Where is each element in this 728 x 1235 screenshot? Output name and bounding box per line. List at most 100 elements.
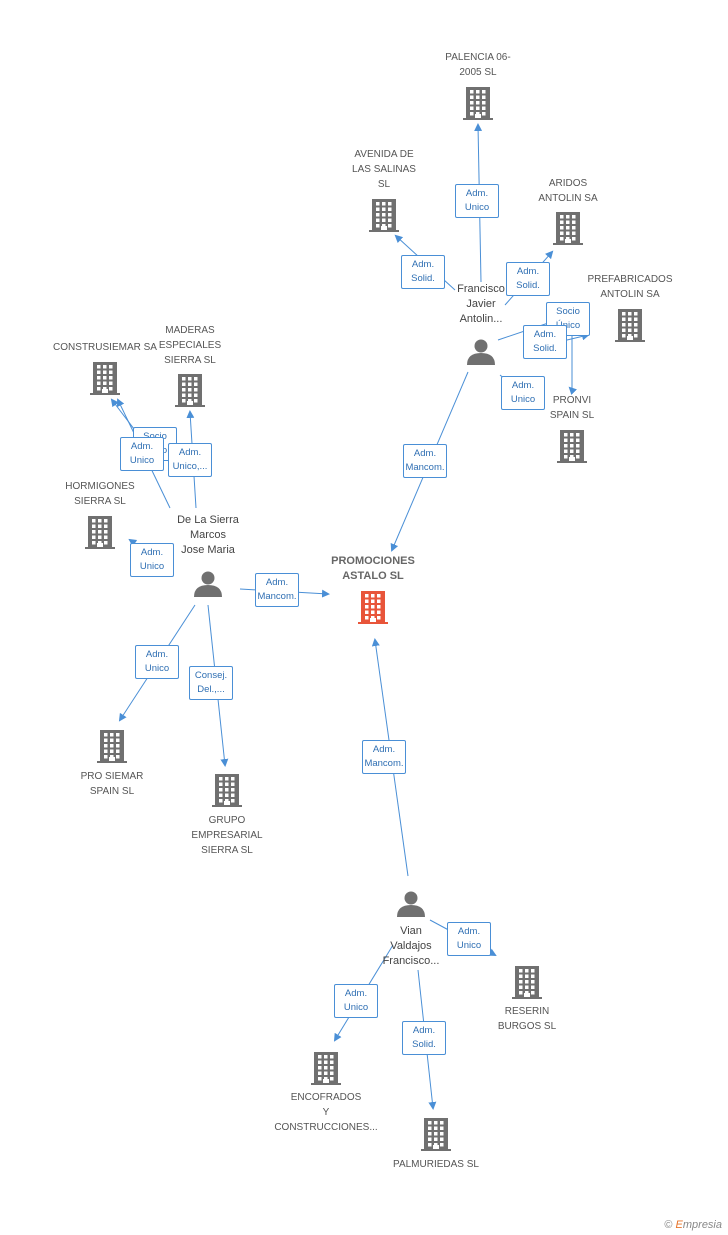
person-label-line: Francisco... (382, 955, 440, 967)
edge-label-line: Adm. (178, 447, 202, 458)
person-icon-vian[interactable] (397, 891, 425, 918)
edge-label-line: Adm. (265, 577, 289, 588)
company-label-pronvi[interactable]: PRONVI SPAIN SL (517, 393, 627, 423)
edge-label-e3[interactable]: Adm. Solid. (506, 262, 550, 296)
main-company-building-icon[interactable] (358, 591, 388, 624)
edge-label-e14[interactable]: Consej.Del.,... (189, 666, 233, 700)
company-building-icon-grupo[interactable] (212, 774, 242, 807)
edge-label-line: Adm. (411, 259, 435, 270)
edge-label-line: Unico,... (172, 461, 208, 472)
edge-label-e11[interactable]: Adm.Unico (130, 543, 174, 577)
edge-label-line: Socio (556, 306, 580, 317)
person-label-line: Marcos (189, 529, 227, 541)
company-building-icon-pronvi[interactable] (557, 430, 587, 463)
company-label-construsiemar[interactable]: CONSTRUSIEMAR SA (50, 340, 160, 355)
person-label-line: Vian (400, 925, 422, 937)
edge-label-line: Unico (510, 394, 536, 405)
company-building-icon-aridos[interactable] (553, 212, 583, 245)
person-icon-sierra[interactable] (194, 571, 222, 598)
company-building-icon-reserin[interactable] (512, 966, 542, 999)
company-building-icon-palmuriedas[interactable] (421, 1118, 451, 1151)
edge-label-line: Mancom. (257, 591, 297, 602)
edge-label-line: Unico (456, 940, 482, 951)
edge-label-line: Solid. (516, 280, 540, 291)
edge-label-e17[interactable]: Adm. Unico (334, 984, 378, 1018)
edge-label-e5[interactable]: Adm.Solid. (523, 325, 567, 359)
company-label-maderas[interactable]: MADERAS ESPECIALES SIERRA SL (135, 323, 245, 368)
company-label-line: LAS SALINAS (352, 164, 416, 175)
brand-initial[interactable]: E (675, 1219, 683, 1231)
edge-label-line: Unico (343, 1002, 369, 1013)
company-label-line: SPAIN SL (89, 786, 135, 797)
edge-label-e1[interactable]: Adm. Unico (455, 184, 499, 218)
edge-label-line: Adm. (465, 188, 489, 199)
company-building-icon-prefabricados[interactable] (615, 309, 645, 342)
company-label-line: SIERRA SL (164, 355, 216, 366)
edge-label-e7[interactable]: Adm.Mancom. (403, 444, 447, 478)
company-building-icon-hormigones[interactable] (85, 516, 115, 549)
edge-label-line: Adm. (145, 649, 169, 660)
main-company-label-line: PROMOCIONES (331, 555, 415, 567)
person-label-line: Jose Maria (181, 544, 235, 556)
person-label-line: Francisco (457, 283, 505, 295)
company-label-palmuriedas[interactable]: PALMURIEDAS SL (381, 1157, 491, 1172)
company-label-line: SPAIN SL (549, 410, 595, 421)
company-label-line: PREFABRICADOS (587, 274, 673, 285)
edge-label-e12[interactable]: Adm. Mancom. (255, 573, 299, 607)
edge-label-line: Solid. (411, 273, 435, 284)
company-label-line: PRO SIEMAR (80, 771, 144, 782)
person-label-line: Valdajos (390, 940, 432, 952)
company-label-line: GRUPO (208, 815, 246, 826)
edge-label-e2[interactable]: Adm. Solid. (401, 255, 445, 289)
person-label-line: Antolin... (459, 313, 503, 325)
edge-label-line: Unico (139, 561, 165, 572)
edge-label-e18[interactable]: Adm.Solid. (402, 1021, 446, 1055)
edge-label-line: Solid. (412, 1039, 436, 1050)
company-label-line: CONSTRUCCIONES... (274, 1122, 378, 1133)
edge-label-line: Socio (134, 430, 176, 444)
company-building-icon-avenida[interactable] (369, 199, 399, 232)
company-label-line: MADERAS (165, 325, 215, 336)
company-label-line: PRONVI (552, 395, 592, 406)
edge-label-e9[interactable]: Adm.Unico (120, 437, 164, 471)
edge-label-line: Adm. (372, 744, 396, 755)
brand-name[interactable]: mpresia (682, 1219, 722, 1231)
company-building-icon-prosiemar[interactable] (97, 730, 127, 763)
company-building-icon-palencia[interactable] (463, 87, 493, 120)
edge-label-e16[interactable]: Adm. Unico (447, 922, 491, 956)
company-label-palencia[interactable]: PALENCIA 06-2005 SL (423, 50, 533, 80)
edge-label-line: Adm. (457, 926, 481, 937)
edge-label-e15[interactable]: Adm. Mancom. (362, 740, 406, 774)
copyright-symbol: © (664, 1219, 673, 1231)
company-building-icon-maderas[interactable] (175, 374, 205, 407)
company-label-line: SL (377, 179, 391, 190)
edge-label-line: Adm. (344, 988, 368, 999)
edge-label-e10[interactable]: Adm. Unico,... (168, 443, 212, 477)
company-label-line: ESPECIALES (158, 340, 222, 351)
company-label-line: SIERRA SL (74, 496, 126, 507)
edge-label-line: Unico (464, 202, 490, 213)
person-icon-francisco[interactable] (467, 339, 495, 366)
edge-label-e13[interactable]: Adm.Unico (135, 645, 179, 679)
company-label-line: ARIDOS (548, 178, 588, 189)
company-label-prosiemar[interactable]: PRO SIEMAR SPAIN SL (57, 769, 167, 799)
company-label-line: Y (322, 1107, 330, 1118)
edge-label-line: Adm. (516, 266, 540, 277)
edge-label-line: Mancom. (364, 758, 404, 769)
company-building-icon-encofrados[interactable] (311, 1052, 341, 1085)
edge-label-e6[interactable]: Adm.Unico (501, 376, 545, 410)
company-label-line: BURGOS SL (497, 1021, 557, 1032)
company-building-icon-construsiemar[interactable] (90, 362, 120, 395)
edge-label-line: Único (555, 320, 581, 331)
